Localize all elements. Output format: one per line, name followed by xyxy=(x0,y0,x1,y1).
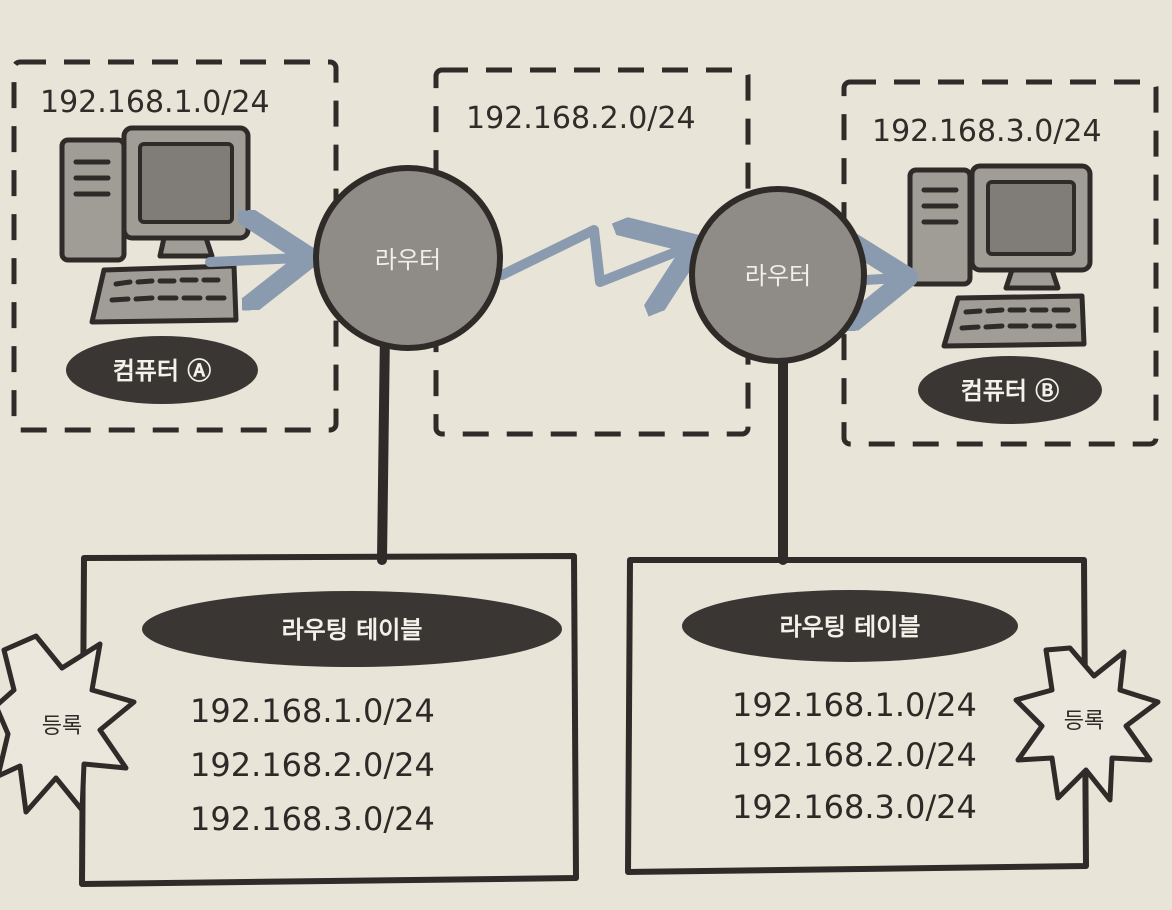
routing-table-right-entry-2: 192.168.2.0/24 xyxy=(732,736,977,774)
registered-badge-right: 등록 xyxy=(1064,709,1104,734)
computer-b-label: 컴퓨터 Ⓑ xyxy=(961,377,1060,405)
routing-table-right-entry-3: 192.168.3.0/24 xyxy=(732,788,977,826)
computer-b-pill xyxy=(918,356,1102,424)
routing-table-box-right xyxy=(625,557,1089,875)
network-label-left: 192.168.1.0/24 xyxy=(40,85,270,120)
registered-burst-left xyxy=(0,633,137,815)
routing-table-title-right: 라우팅 테이블 xyxy=(780,613,921,641)
network-label-middle: 192.168.2.0/24 xyxy=(466,101,696,136)
routing-table-left-entry-1: 192.168.1.0/24 xyxy=(190,692,435,730)
routing-table-left-entry-3: 192.168.3.0/24 xyxy=(190,800,435,838)
router-left-label: 라우터 xyxy=(375,246,441,274)
router-right-label: 라우터 xyxy=(745,262,811,290)
router-left-table-line xyxy=(377,325,390,565)
routing-table-left-entry-2: 192.168.2.0/24 xyxy=(190,746,435,784)
router-left xyxy=(313,165,503,351)
computer-a-pill xyxy=(66,336,258,404)
computer-b-icon xyxy=(907,163,1093,349)
routing-table-title-pill-right xyxy=(682,590,1018,662)
router-right xyxy=(689,186,867,364)
network-label-right: 192.168.3.0/24 xyxy=(872,114,1102,149)
arrow-computer-a-to-router xyxy=(205,258,300,262)
routing-table-title-pill-left xyxy=(142,591,562,667)
routing-table-title-left: 라우팅 테이블 xyxy=(282,616,423,644)
computer-a-icon xyxy=(59,125,251,325)
computer-a-label: 컴퓨터 Ⓐ xyxy=(113,357,212,385)
registered-burst-right xyxy=(1013,645,1161,803)
routing-table-right-entry-1: 192.168.1.0/24 xyxy=(732,686,977,724)
arrow-router-to-computer-b xyxy=(866,278,898,280)
arrow-router-to-router xyxy=(497,230,686,282)
registered-badge-left: 등록 xyxy=(42,714,82,739)
